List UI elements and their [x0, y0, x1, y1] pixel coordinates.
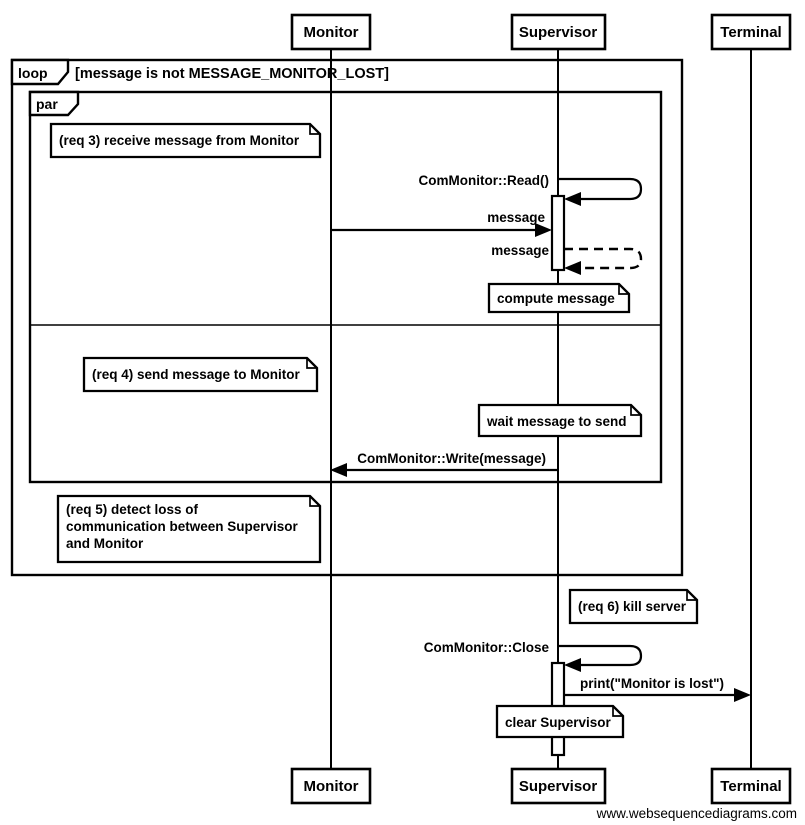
message-com-monitor-write-label: ComMonitor::Write(message)	[357, 451, 546, 466]
actor-foot-terminal-box[interactable]	[710, 767, 792, 805]
message-message-return-arrowhead	[564, 261, 581, 275]
note-compute-message: compute message	[487, 282, 631, 314]
message-print-monitor-lost-arrowhead	[734, 688, 751, 702]
message-com-monitor-close-arrowhead	[564, 658, 581, 672]
message-com-monitor-close-label: ComMonitor::Close	[424, 640, 550, 655]
actor-head-supervisor[interactable]: Supervisor	[510, 13, 607, 51]
note-req3-body	[49, 122, 322, 159]
message-com-monitor-close: ComMonitor::Close	[424, 640, 643, 672]
message-message-return-label: message	[491, 243, 549, 258]
actor-head-monitor-label: Monitor	[304, 24, 359, 41]
actor-foot-monitor-box[interactable]	[290, 767, 372, 805]
actor-head-monitor[interactable]: Monitor	[290, 13, 372, 51]
par-frame-border	[28, 90, 663, 484]
par-frame-tab	[28, 90, 80, 117]
actor-head-terminal[interactable]: Terminal	[710, 13, 792, 51]
note-wait-message-line-0: wait message to send	[486, 414, 627, 429]
note-req5-line-2: and Monitor	[66, 536, 144, 551]
note-clear-supervisor: clear Supervisor	[495, 704, 625, 739]
loop-frame-condition: [message is not MESSAGE_MONITOR_LOST]	[75, 66, 389, 82]
loop-frame-tab-label: loop	[18, 65, 48, 81]
note-compute-message-fold	[618, 284, 629, 295]
footer-watermark: www.websequencediagrams.com	[596, 806, 797, 821]
message-com-monitor-read-arrowhead	[564, 192, 581, 206]
message-message-in: message	[331, 210, 552, 237]
message-print-monitor-lost-label: print("Monitor is lost")	[580, 676, 724, 691]
note-req4-body	[82, 356, 319, 393]
activation-supervisor-upper	[550, 194, 566, 272]
message-print-monitor-lost: print("Monitor is lost")	[564, 676, 751, 702]
note-req4-line-0: (req 4) send message to Monitor	[92, 367, 301, 382]
actor-foot-supervisor-box[interactable]	[510, 767, 607, 805]
message-message-in-label: message	[487, 210, 545, 225]
note-clear-supervisor-fold	[612, 706, 623, 717]
note-wait-message: wait message to send	[477, 403, 643, 438]
actor-foot-monitor-label: Monitor	[304, 778, 359, 795]
loop-frame-border	[10, 58, 684, 577]
note-req3-fold	[309, 124, 320, 135]
message-com-monitor-write: ComMonitor::Write(message)	[330, 451, 558, 477]
actor-head-supervisor-box[interactable]	[510, 13, 607, 51]
message-message-return: message	[491, 243, 643, 275]
message-com-monitor-read-label: ComMonitor::Read()	[419, 173, 549, 188]
note-req4-fold	[306, 358, 317, 369]
fragment-loop: loop [message is not MESSAGE_MONITOR_LOS…	[10, 58, 684, 577]
note-wait-message-fold	[630, 405, 641, 416]
actor-head-monitor-box[interactable]	[290, 13, 372, 51]
message-com-monitor-read-line	[558, 177, 643, 201]
actor-head-terminal-label: Terminal	[720, 24, 781, 41]
note-clear-supervisor-body	[495, 704, 625, 739]
note-clear-supervisor-line-0: clear Supervisor	[505, 715, 612, 730]
fragment-par: par	[28, 90, 663, 484]
note-req5-line-1: communication between Supervisor	[66, 519, 299, 534]
message-message-in-arrowhead	[535, 223, 552, 237]
note-req5-body	[56, 494, 322, 564]
actor-foot-supervisor-label: Supervisor	[519, 778, 598, 795]
actor-foot-terminal[interactable]: Terminal	[710, 767, 792, 805]
actor-head-terminal-box[interactable]	[710, 13, 792, 51]
par-frame-tab-label: par	[36, 96, 58, 112]
actor-head-supervisor-label: Supervisor	[519, 24, 598, 41]
note-req6-fold	[686, 590, 697, 601]
note-req6-line-0: (req 6) kill server	[578, 599, 687, 614]
loop-frame-tab	[10, 58, 70, 86]
note-compute-message-body	[487, 282, 631, 314]
note-req6-body	[568, 588, 699, 625]
note-compute-message-line-0: compute message	[497, 291, 615, 306]
message-com-monitor-write-arrowhead	[330, 463, 347, 477]
message-message-return-line	[564, 247, 643, 270]
note-req5-line-0: (req 5) detect loss of	[66, 502, 199, 517]
note-wait-message-body	[477, 403, 643, 438]
note-req3: (req 3) receive message from Monitor	[49, 122, 322, 159]
actor-foot-supervisor[interactable]: Supervisor	[510, 767, 607, 805]
message-com-monitor-close-line	[558, 644, 643, 667]
actor-foot-monitor[interactable]: Monitor	[290, 767, 372, 805]
note-req5-fold	[309, 496, 320, 507]
message-com-monitor-read: ComMonitor::Read()	[419, 173, 643, 206]
note-req3-line-0: (req 3) receive message from Monitor	[59, 133, 300, 148]
note-req6: (req 6) kill server	[568, 588, 699, 625]
actor-foot-terminal-label: Terminal	[720, 778, 781, 795]
note-req4: (req 4) send message to Monitor	[82, 356, 319, 393]
note-req5: (req 5) detect loss of communication bet…	[56, 494, 322, 564]
